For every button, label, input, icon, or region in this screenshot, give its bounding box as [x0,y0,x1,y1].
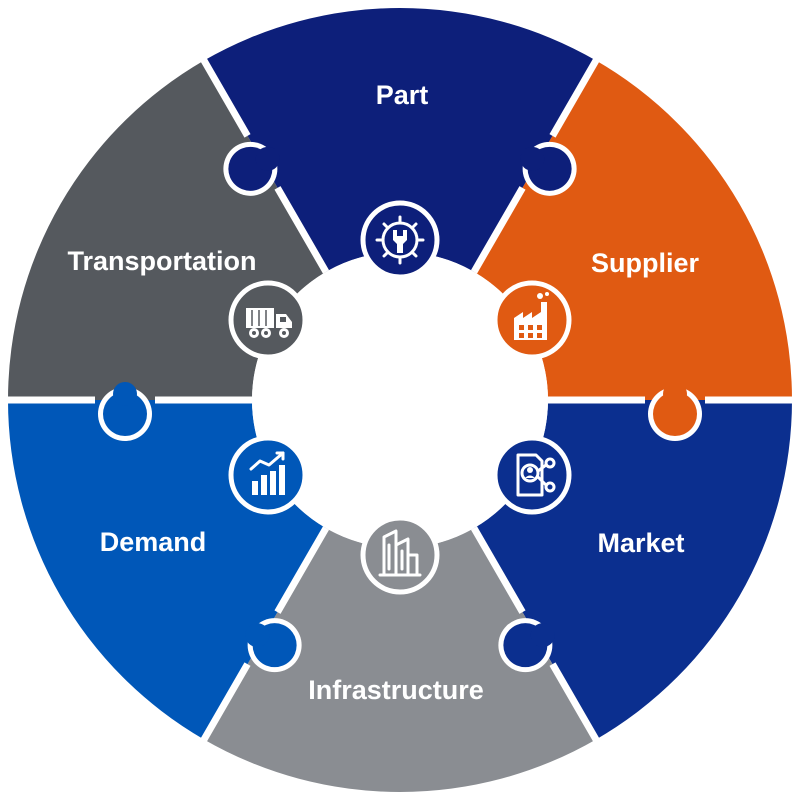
part-segment [204,7,596,272]
puzzle-tab-neck [255,146,280,171]
dividers-layer [4,55,796,745]
puzzle-tab-neck [245,623,270,648]
puzzle-tab [653,392,697,436]
segment-divider [470,186,526,274]
demand-icon-badge [228,435,308,515]
puzzle-tab-neck [520,146,545,171]
market-icon-badge [492,435,572,515]
truck-icon [228,280,308,360]
infrastructure-label: Infrastructure [308,675,484,705]
bar-chart-trend-icon [228,435,308,515]
segment-divider [470,526,526,614]
factory-icon [492,280,572,360]
segment-divider [549,55,602,138]
infrastructure-icon-badge [360,515,440,595]
puzzle-tabs-layer [98,141,702,673]
puzzle-tab-neck [113,382,137,406]
gear-wrench-icon [360,200,440,280]
market-label: Market [597,528,684,558]
segment-divider [549,662,602,745]
buildings-icon [360,515,440,595]
transportation-label: Transportation [67,246,256,276]
market-research-document-icon [492,435,572,515]
segment-divider [274,186,330,274]
puzzle-tab-neck [530,623,555,648]
demand-label: Demand [100,527,207,557]
puzzle-tab [103,392,147,436]
segment-divider [198,55,251,138]
segment-divider [274,526,330,614]
segment-divider [198,662,251,745]
infrastructure-segment [204,528,596,792]
part-label: Part [376,80,429,110]
puzzle-tab-neck [663,382,687,406]
supplier-label: Supplier [591,248,700,278]
icons-layer [228,200,572,595]
center-hub [252,252,548,548]
